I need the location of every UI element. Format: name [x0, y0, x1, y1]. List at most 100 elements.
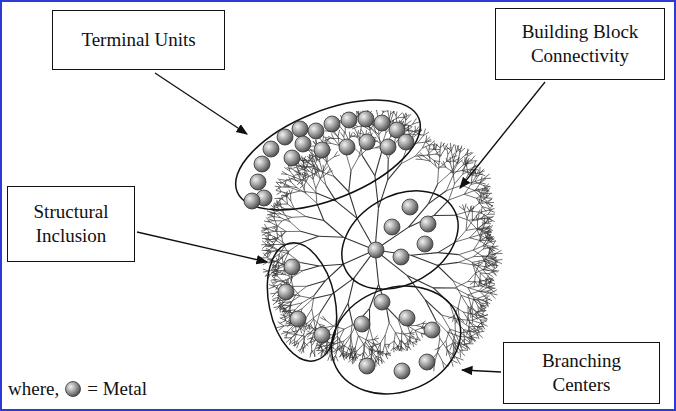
branch-line: [271, 235, 278, 239]
branch-line: [479, 202, 488, 204]
branch-line: [351, 157, 359, 170]
branch-line: [469, 328, 474, 331]
branch-line: [488, 214, 495, 215]
branch-line: [481, 308, 486, 311]
branch-line: [453, 164, 457, 172]
branch-line: [468, 334, 474, 337]
branch-line: [351, 322, 353, 336]
branch-line: [438, 352, 443, 361]
branch-line: [266, 239, 271, 240]
branch-line: [337, 336, 338, 347]
branch-line: [483, 247, 492, 249]
branch-line: [438, 169, 439, 184]
branch-line: [296, 286, 307, 295]
branch-line: [328, 354, 330, 360]
branch-line: [351, 346, 355, 353]
branch-line: [469, 331, 475, 333]
branch-line: [483, 266, 489, 269]
branching-ellipse: [316, 269, 476, 411]
branch-line: [277, 192, 282, 195]
branch-line: [292, 216, 306, 218]
branch-line: [287, 196, 291, 201]
branch-line: [281, 316, 287, 318]
branch-line: [463, 330, 465, 339]
branch-line: [375, 103, 377, 111]
branch-line: [343, 345, 349, 349]
branch-line: [473, 246, 483, 250]
branch-line: [495, 253, 502, 254]
branch-line: [493, 265, 499, 266]
metal-sphere: [424, 322, 440, 338]
metal-sphere: [308, 123, 324, 139]
branch-line: [300, 184, 305, 188]
branch-line: [301, 160, 308, 166]
branch-line: [463, 157, 468, 166]
branch-line: [282, 309, 286, 312]
metal-sphere: [244, 193, 260, 209]
metal-sphere: [250, 174, 266, 190]
branch-line: [289, 331, 297, 333]
branch-line: [468, 281, 478, 282]
branch-line: [278, 262, 279, 268]
branch-line: [486, 291, 492, 293]
metal-sphere: [254, 156, 270, 172]
branch-line: [357, 342, 365, 351]
branch-line: [485, 299, 491, 302]
branch-line: [492, 246, 498, 247]
metal-sphere: [314, 142, 330, 158]
branch-line: [451, 151, 453, 161]
branch-line: [278, 198, 282, 203]
branch-line: [488, 274, 493, 277]
inclusion-ellipse: [257, 236, 347, 367]
branch-line: [355, 353, 357, 359]
branch-line: [393, 341, 394, 348]
branch-line: [455, 174, 463, 184]
branch-line: [477, 333, 479, 339]
branch-line: [457, 160, 463, 164]
branch-line: [303, 334, 305, 342]
branch-line: [353, 126, 359, 139]
branch-line: [274, 198, 281, 200]
branch-line: [458, 295, 461, 307]
branch-line: [264, 234, 269, 239]
branch-line: [358, 336, 363, 345]
branch-line: [311, 341, 313, 350]
branch-line: [415, 328, 421, 330]
branch-line: [439, 162, 447, 169]
branch-line: [361, 129, 365, 134]
branch-line: [378, 359, 382, 363]
branch-line: [281, 214, 292, 217]
branch-line: [263, 228, 269, 229]
branch-line: [395, 333, 399, 340]
branch-line: [307, 160, 315, 161]
branch-line: [292, 286, 307, 287]
branch-line: [342, 345, 344, 353]
branch-line: [429, 152, 430, 161]
metal-sphere: [419, 354, 435, 370]
branch-line: [322, 172, 325, 185]
branch-line: [480, 214, 488, 218]
branch-line: [306, 309, 311, 317]
branch-line: [276, 182, 281, 187]
branch-line: [475, 269, 483, 273]
branch-line: [349, 171, 351, 192]
branch-line: [461, 332, 469, 333]
branch-line: [484, 260, 492, 262]
branch-line: [299, 166, 308, 167]
group-ellipses: [221, 77, 476, 411]
branch-line: [274, 220, 282, 221]
branch-line: [480, 169, 484, 174]
metal-sphere: [324, 116, 340, 132]
branch-line: [465, 152, 472, 155]
branch-line: [401, 331, 402, 340]
branch-line: [483, 222, 485, 228]
branch-line: [301, 176, 308, 180]
branch-line: [399, 340, 401, 346]
branch-line: [481, 179, 486, 183]
branch-line: [351, 354, 354, 359]
branch-line: [299, 346, 302, 353]
branch-line: [362, 156, 374, 176]
branch-line: [439, 167, 446, 168]
branch-line: [349, 349, 351, 355]
branch-line: [411, 255, 437, 265]
